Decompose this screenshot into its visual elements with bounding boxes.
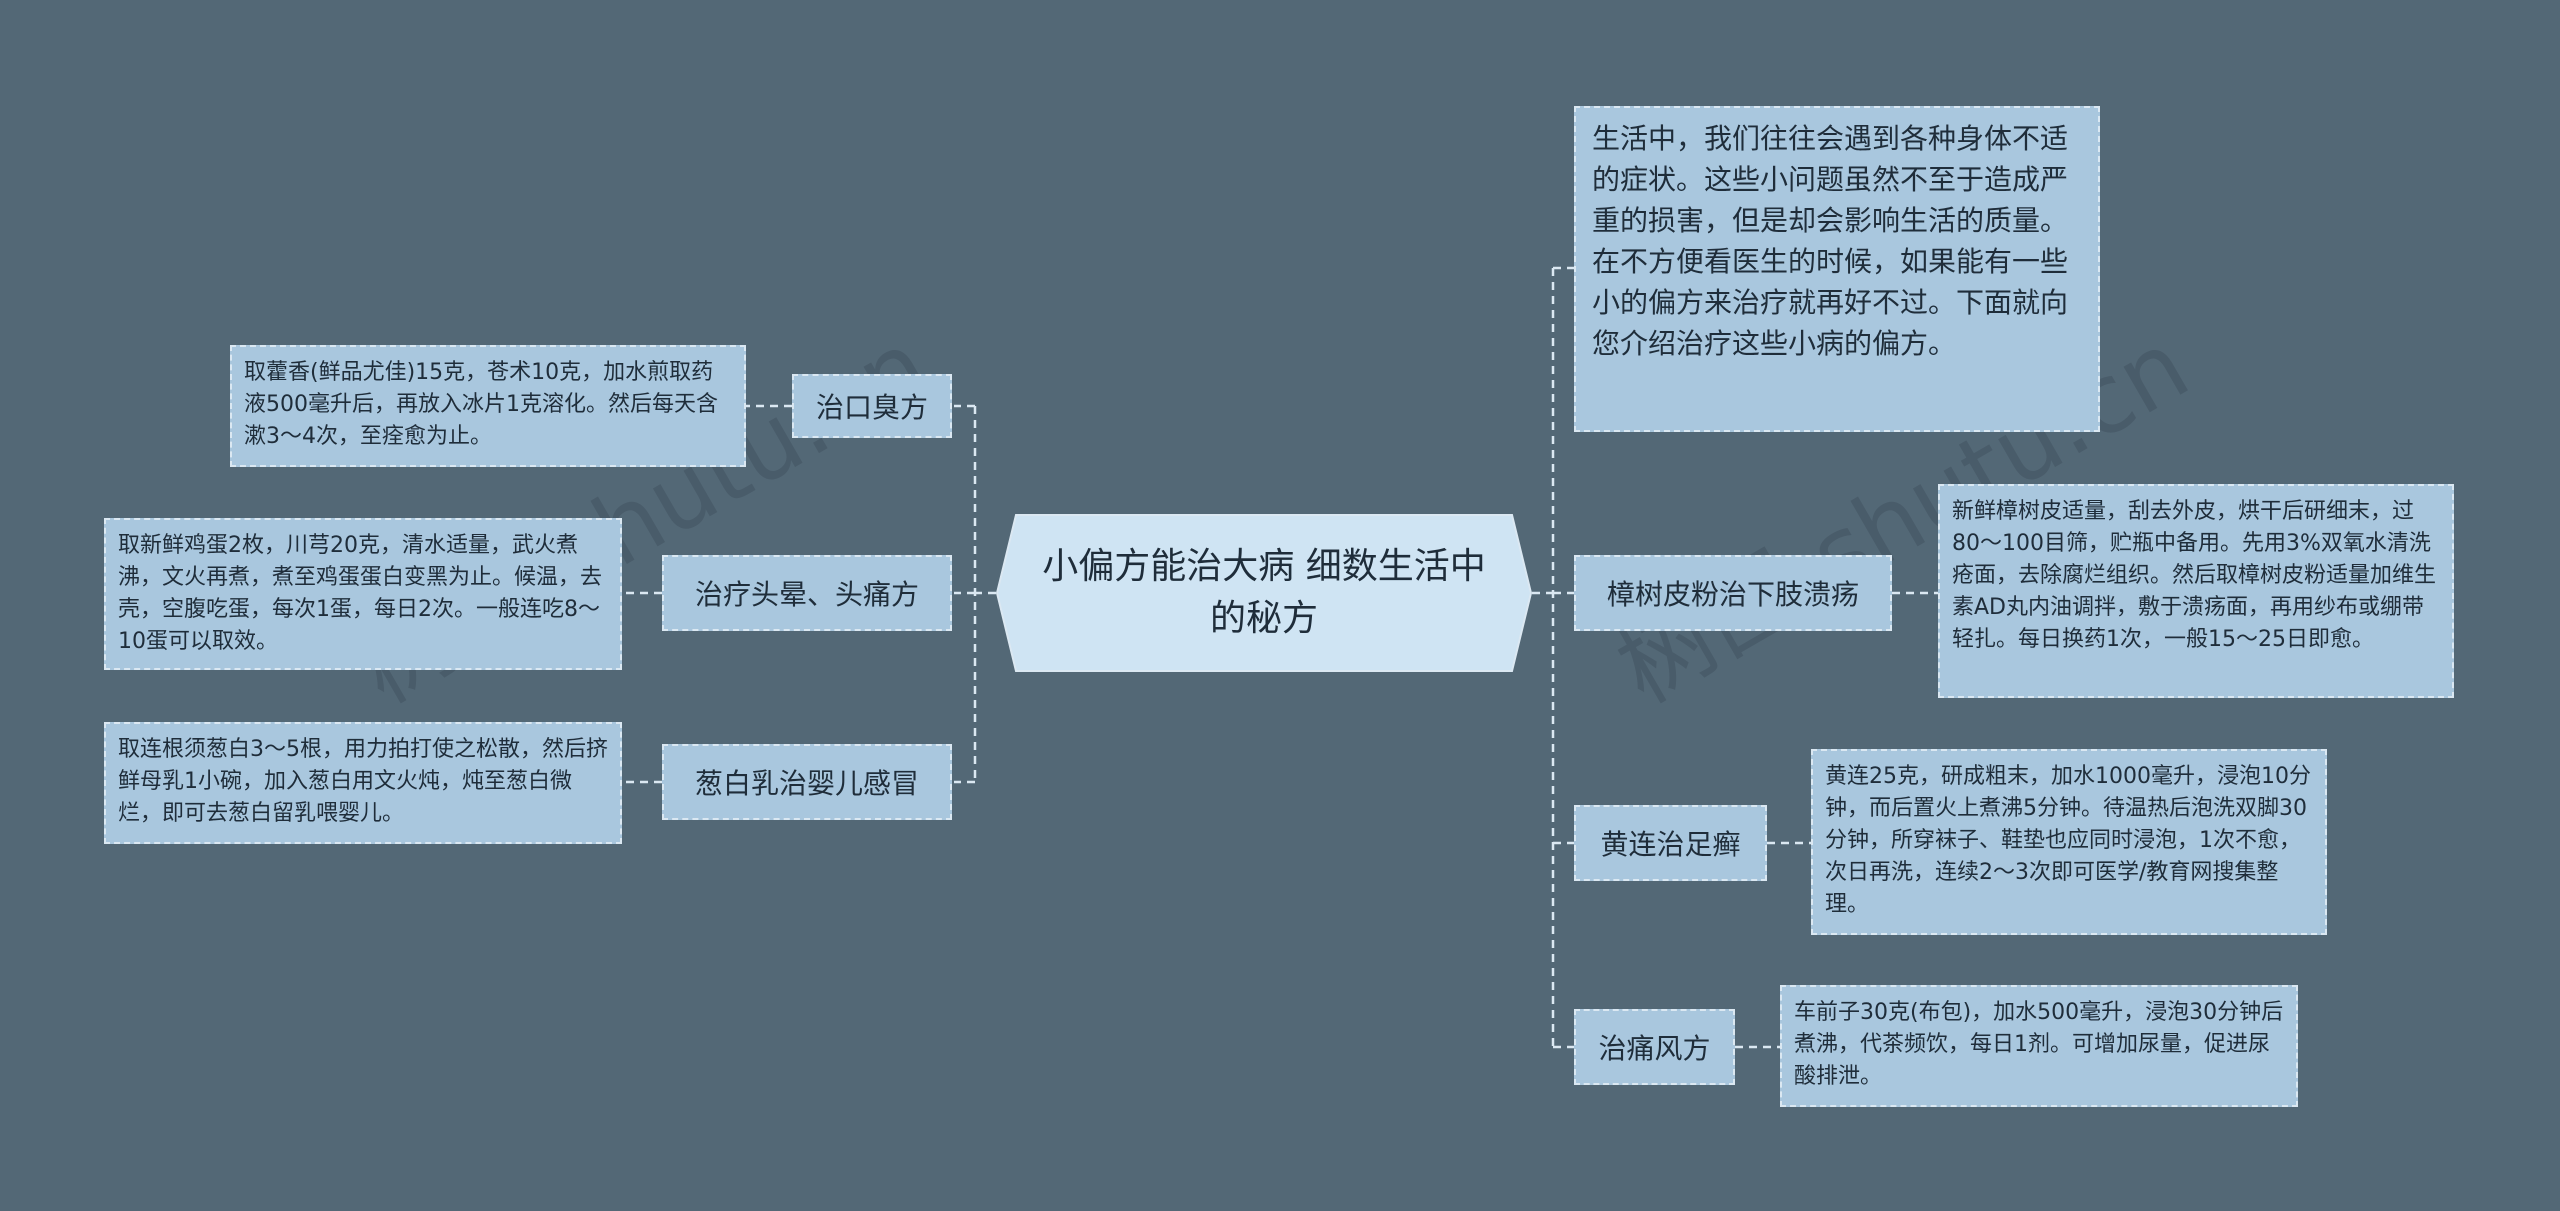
leaf-node-gout[interactable]: 车前子30克(布包)，加水500毫升，浸泡30分钟后煮沸，代茶频饮，每日1剂。可…	[1780, 985, 2298, 1107]
connector-left-leaves	[622, 404, 792, 784]
leaf-node-headache[interactable]: 取新鲜鸡蛋2枚，川芎20克，清水适量，武火煮沸，文火再煮，煮至鸡蛋蛋白变黑为止。…	[104, 518, 622, 670]
leaf-node-infant-cold[interactable]: 取连根须葱白3～5根，用力拍打使之松散，然后挤鲜母乳1小碗，加入葱白用文火炖，炖…	[104, 722, 622, 844]
branch-label: 葱白乳治婴儿感冒	[694, 767, 919, 800]
branch-node-gout[interactable]: 治痛风方	[1574, 1009, 1735, 1085]
branch-label: 治疗头晕、头痛方	[694, 578, 919, 611]
branch-label: 樟树皮粉治下肢溃疡	[1606, 578, 1859, 611]
root-node[interactable]: 小偏方能治大病 细数生活中的秘方	[996, 514, 1532, 672]
branch-node-leg-ulcer[interactable]: 樟树皮粉治下肢溃疡	[1574, 555, 1892, 631]
connector-right-leaves	[1735, 591, 1938, 1049]
leaf-text: 取新鲜鸡蛋2枚，川芎20克，清水适量，武火煮沸，文火再煮，煮至鸡蛋蛋白变黑为止。…	[118, 533, 603, 654]
branch-node-headache[interactable]: 治疗头晕、头痛方	[662, 555, 952, 631]
leaf-text: 车前子30克(布包)，加水500毫升，浸泡30分钟后煮沸，代茶频饮，每日1剂。可…	[1794, 1000, 2284, 1089]
leaf-text: 取藿香(鲜品尤佳)15克，苍术10克，加水煎取药液500毫升后，再放入冰片1克溶…	[244, 360, 718, 449]
connector-right-trunk	[1532, 266, 1574, 1049]
leaf-node-leg-ulcer[interactable]: 新鲜樟树皮适量，刮去外皮，烘干后研细末，过80～100目筛，贮瓶中备用。先用3%…	[1938, 484, 2454, 698]
leaf-text: 取连根须葱白3～5根，用力拍打使之松散，然后挤鲜母乳1小碗，加入葱白用文火炖，炖…	[118, 737, 608, 826]
leaf-text: 新鲜樟树皮适量，刮去外皮，烘干后研细末，过80～100目筛，贮瓶中备用。先用3%…	[1952, 499, 2437, 652]
branch-node-bad-breath[interactable]: 治口臭方	[792, 374, 952, 438]
branch-node-athletes-foot[interactable]: 黄连治足癣	[1574, 805, 1767, 881]
root-title: 小偏方能治大病 细数生活中的秘方	[1042, 546, 1486, 639]
branch-node-infant-cold[interactable]: 葱白乳治婴儿感冒	[662, 744, 952, 820]
branch-label: 黄连治足癣	[1600, 828, 1741, 861]
branch-label: 治痛风方	[1598, 1032, 1711, 1065]
leaf-node-bad-breath[interactable]: 取藿香(鲜品尤佳)15克，苍术10克，加水煎取药液500毫升后，再放入冰片1克溶…	[230, 345, 746, 467]
intro-text: 生活中，我们往往会遇到各种身体不适的症状。这些小问题虽然不至于造成严重的损害，但…	[1592, 122, 2069, 360]
branch-label: 治口臭方	[815, 391, 928, 424]
connector-left-trunk	[954, 404, 996, 784]
intro-node[interactable]: 生活中，我们往往会遇到各种身体不适的症状。这些小问题虽然不至于造成严重的损害，但…	[1574, 106, 2100, 432]
root-hexagon	[996, 514, 1532, 672]
leaf-node-athletes-foot[interactable]: 黄连25克，研成粗末，加水1000毫升，浸泡10分钟，而后置火上煮沸5分钟。待温…	[1811, 749, 2327, 935]
leaf-text: 黄连25克，研成粗末，加水1000毫升，浸泡10分钟，而后置火上煮沸5分钟。待温…	[1825, 764, 2311, 917]
